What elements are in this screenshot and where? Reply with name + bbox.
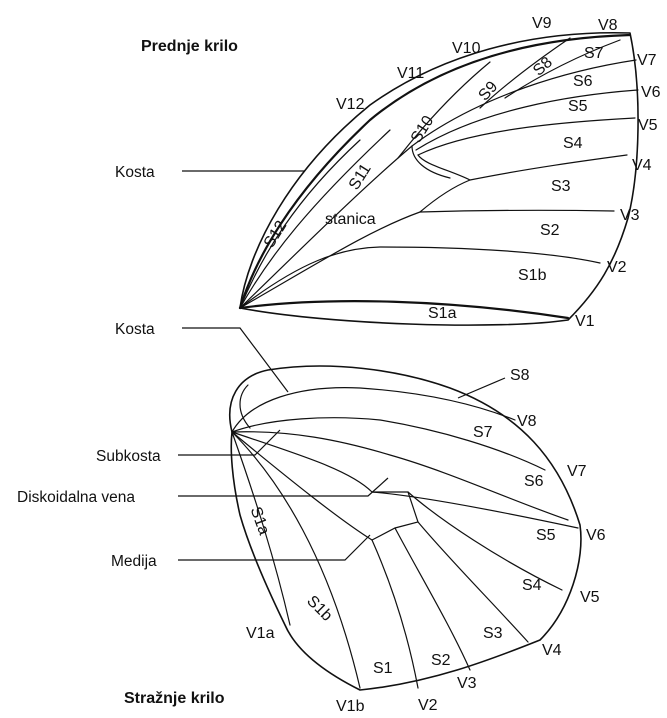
fw-label-s6: S6: [573, 73, 593, 90]
hindwing-vein-v3: [394, 527, 471, 671]
forewing-cell-boundary: [411, 145, 451, 179]
forewing-costa-vein: [238, 33, 632, 310]
callout-discoidal: Diskoidalna vena: [17, 489, 135, 506]
hw-label-s1a: S1a: [247, 505, 273, 538]
fw-label-v7: V7: [637, 52, 657, 69]
fw-label-s7: S7: [584, 45, 604, 62]
callout-costa-fore: Kosta: [115, 164, 155, 181]
hindwing-outline: [228, 365, 582, 691]
hw-label-v1a: V1a: [246, 625, 275, 642]
hw-label-v2: V2: [418, 697, 438, 714]
fw-label-s8: S8: [530, 54, 556, 80]
hindwing-costa-vein: [231, 387, 516, 433]
callout-costa-hind: Kosta: [115, 321, 155, 338]
forewing-vein-v6: [415, 89, 639, 151]
hw-label-v8: V8: [517, 413, 537, 430]
forewing-radial-stem: [239, 145, 413, 309]
fw-label-v6: V6: [641, 84, 661, 101]
forewing-vein-v9: [479, 37, 571, 109]
callout-subcosta: Subkosta: [96, 448, 161, 465]
hindwing-vein-v4: [417, 521, 529, 643]
hindwing-vein-v6: [371, 491, 579, 529]
hindwing-title: Stražnje krilo: [124, 690, 225, 707]
hw-label-v7: V7: [567, 463, 587, 480]
hw-label-s3: S3: [483, 625, 503, 642]
forewing-vein-v11: [239, 129, 391, 309]
fw-label-s5: S5: [568, 98, 588, 115]
hw-label-v5: V5: [580, 589, 600, 606]
hindwing-vein-v1b: [231, 431, 361, 689]
forewing: [238, 31, 639, 326]
forewing-vein-v1: [238, 300, 570, 320]
fw-label-s11: S11: [346, 161, 375, 193]
fw-label-v3: V3: [620, 207, 640, 224]
hw-label-s1: S1: [373, 660, 393, 677]
forewing-vein-v8: [504, 39, 621, 99]
hw-label-s4: S4: [522, 577, 542, 594]
leader-costa-hind: [182, 327, 289, 393]
hw-label-v4: V4: [542, 642, 562, 659]
hindwing-vein-v2: [371, 539, 419, 689]
hw-label-v6: V6: [586, 527, 606, 544]
fw-label-s3: S3: [551, 178, 571, 195]
fw-label-s1a: S1a: [428, 305, 457, 322]
forewing-vein-v5: [417, 117, 636, 181]
forewing-vein-v10: [397, 61, 491, 159]
callout-leaders: [178, 170, 506, 561]
fw-label-s4: S4: [563, 135, 583, 152]
forewing-vein-v12: [239, 139, 361, 309]
leader-media: [178, 534, 371, 561]
fw-label-v9: V9: [532, 15, 552, 32]
fw-label-v11: V11: [397, 65, 424, 82]
fw-label-v5: V5: [638, 117, 658, 134]
fw-label-s1b: S1b: [518, 267, 547, 284]
leader-subcosta: [178, 429, 281, 456]
leader-s8-hind: [457, 377, 506, 399]
hindwing-vein-v5: [407, 491, 563, 591]
hw-label-v3: V3: [457, 675, 477, 692]
fw-label-s9: S9: [476, 78, 502, 104]
fw-label-s2: S2: [540, 222, 560, 239]
forewing-cell-label: stanica: [325, 211, 376, 228]
hw-label-s8: S8: [510, 367, 530, 384]
hw-label-s6: S6: [524, 473, 544, 490]
fw-label-v1: V1: [575, 313, 595, 330]
fw-label-v10: V10: [452, 40, 481, 57]
fw-label-v2: V2: [607, 259, 627, 276]
fw-label-v4: V4: [632, 157, 652, 174]
hindwing-humeral-vein: [239, 384, 251, 429]
hw-label-s7: S7: [473, 424, 493, 441]
fw-label-v12: V12: [336, 96, 365, 113]
callout-media: Medija: [111, 553, 157, 570]
hindwing-vein-v8: [231, 417, 546, 471]
leader-discoidal: [178, 477, 389, 497]
hindwing-discocellular: [371, 491, 419, 541]
hindwing-vein-v7: [231, 431, 569, 521]
forewing-vein-v4: [419, 154, 628, 213]
hw-label-s2: S2: [431, 652, 451, 669]
hw-label-v1b: V1b: [336, 698, 365, 715]
hindwing-vein-v1a: [231, 431, 291, 626]
hindwing-cell-upper: [231, 431, 373, 493]
hindwing: [228, 365, 582, 691]
forewing-vein-v2: [239, 246, 601, 309]
forewing-vein-v7: [411, 59, 637, 147]
forewing-outline: [239, 31, 639, 326]
fw-label-v8: V8: [598, 17, 618, 34]
hw-label-s1b: S1b: [303, 593, 335, 625]
hw-label-s5: S5: [536, 527, 556, 544]
forewing-title: Prednje krilo: [141, 38, 238, 55]
